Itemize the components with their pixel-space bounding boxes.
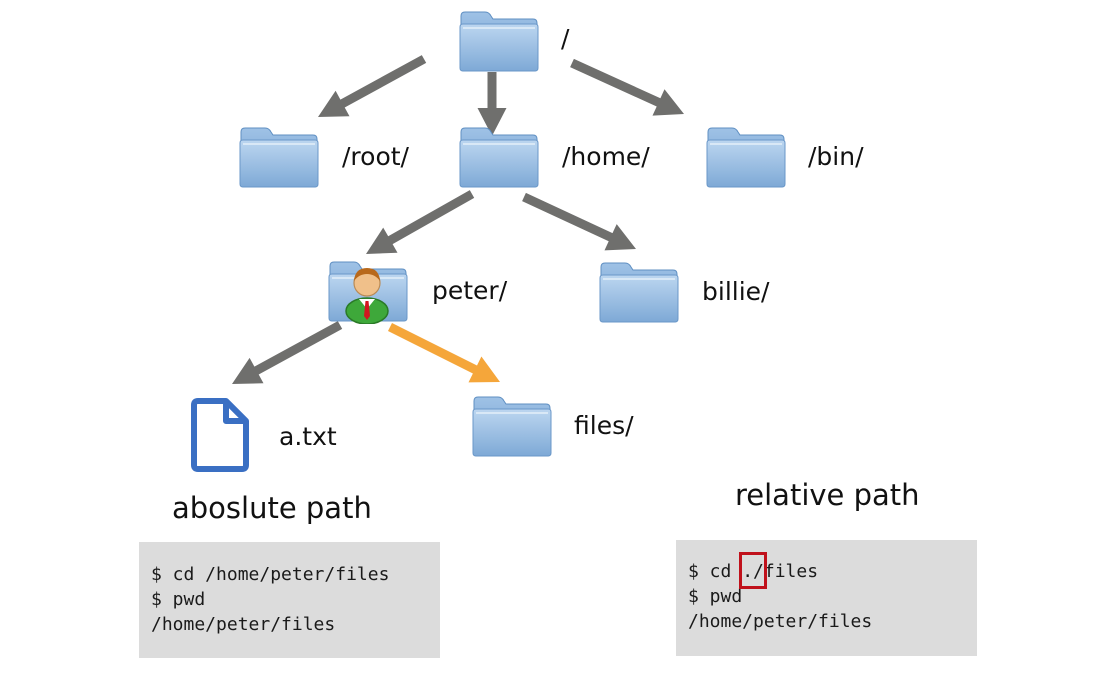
node-label-home: /home/ (562, 142, 650, 171)
arrow-root-to-home (477, 72, 507, 136)
terminal-command: $ cd ./files (688, 552, 977, 589)
user-avatar-icon (342, 264, 392, 324)
folder-icon (459, 126, 539, 188)
node-label-peter: peter/ (432, 276, 508, 305)
absolute-path-heading: aboslute path (172, 491, 372, 525)
relative-path-heading: relative path (735, 478, 920, 512)
folder-icon (706, 126, 786, 188)
highlighted-relative-prefix: ./ (739, 552, 767, 589)
arrow-peter-to-files (388, 323, 500, 383)
terminal-command: $ pwd (151, 589, 206, 610)
terminal-command: $ pwd (688, 586, 743, 607)
node-label-files: files/ (574, 411, 634, 440)
node-label-bin: /bin/ (808, 142, 864, 171)
terminal-output: /home/peter/files (151, 614, 336, 635)
node-label-root: /root/ (342, 142, 409, 171)
terminal-command: $ cd /home/peter/files (151, 564, 390, 585)
arrow-peter-to-atxt (232, 321, 343, 384)
folder-icon (472, 395, 552, 457)
folder-icon (599, 261, 679, 323)
arrow-home-to-peter (366, 190, 475, 254)
relative-path-terminal: $ cd ./files $ pwd /home/peter/files (676, 540, 977, 656)
node-label-a-txt: a.txt (279, 422, 337, 451)
arrow-root-to-bin (570, 58, 684, 116)
command-prefix: $ cd (688, 561, 743, 582)
absolute-path-terminal: $ cd /home/peter/files $ pwd /home/peter… (139, 542, 440, 658)
folder-icon (459, 10, 539, 72)
document-icon (191, 398, 249, 472)
arrow-home-to-billie (522, 192, 636, 251)
command-suffix: files (763, 561, 819, 582)
folder-icon (239, 126, 319, 188)
terminal-output: /home/peter/files (688, 611, 873, 632)
node-label-root-dir: / (561, 24, 570, 53)
node-label-billie: billie/ (702, 277, 770, 306)
arrow-root-to-rootdir (318, 55, 427, 117)
